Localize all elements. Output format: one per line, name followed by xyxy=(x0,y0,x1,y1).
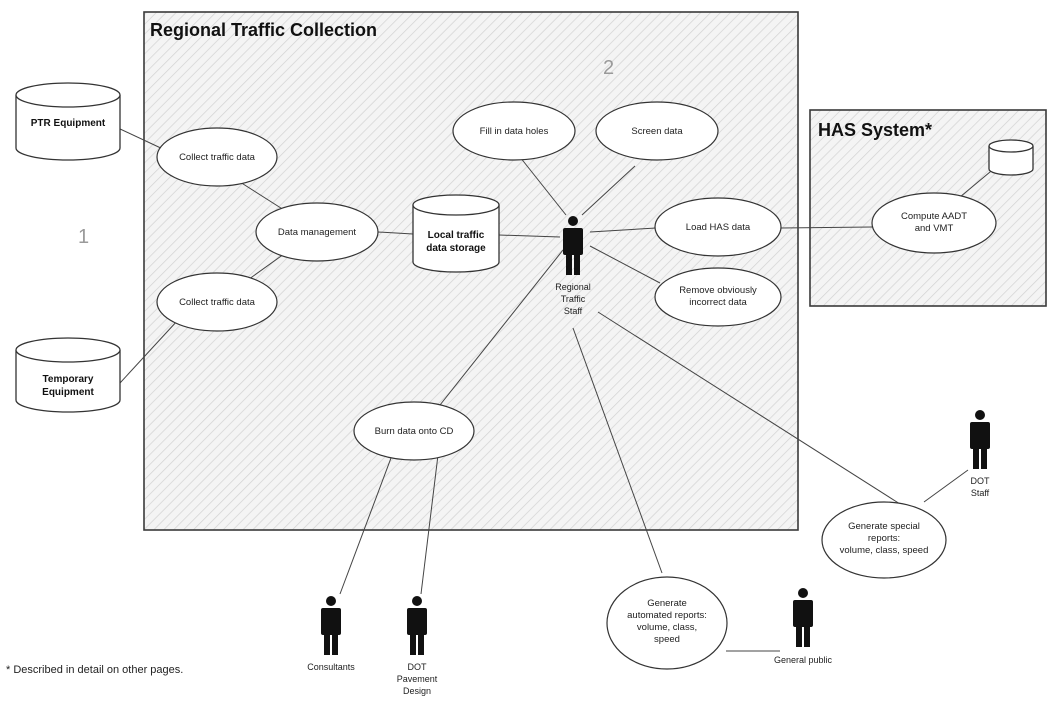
use-case-generate-special-reports: Generate special reports: volume, class,… xyxy=(821,501,947,579)
line-staff-autoreports xyxy=(572,327,663,574)
svg-text:Design: Design xyxy=(403,686,431,696)
use-case-fill-in-data-holes: Fill in data holes xyxy=(452,101,576,161)
line-fill-staff xyxy=(515,151,567,216)
area-number-regional: 2 xyxy=(603,57,614,79)
ptr-equipment-label: PTR Equipment xyxy=(31,118,106,129)
line-staff-burn xyxy=(439,249,564,406)
svg-text:Data management: Data management xyxy=(278,227,357,238)
svg-text:Screen data: Screen data xyxy=(631,126,683,137)
svg-text:Remove obviously: Remove obviously xyxy=(679,285,757,296)
area-number-outside: 1 xyxy=(78,226,89,248)
ptr-equipment-store: PTR Equipment xyxy=(15,82,121,161)
svg-text:Collect traffic data: Collect traffic data xyxy=(179,152,256,163)
use-case-collect-traffic-data-bottom: Collect traffic data xyxy=(156,272,278,332)
svg-text:Pavement: Pavement xyxy=(397,674,438,684)
svg-text:Staff: Staff xyxy=(564,306,583,316)
svg-text:speed: speed xyxy=(654,634,680,645)
line-staff-loadhas xyxy=(589,227,657,233)
line-storage-staff xyxy=(498,234,561,238)
svg-text:Staff: Staff xyxy=(971,488,990,498)
line-ptr-collect xyxy=(117,127,166,151)
person-icon xyxy=(321,596,341,655)
svg-text:Traffic: Traffic xyxy=(561,294,586,304)
svg-text:volume, class,: volume, class, xyxy=(637,622,697,633)
use-case-load-has-data: Load HAS data xyxy=(654,197,782,257)
svg-text:General public: General public xyxy=(774,655,833,665)
svg-text:incorrect data: incorrect data xyxy=(689,297,747,308)
line-staff-remove xyxy=(589,245,661,284)
actor-dot-staff: DOT Staff xyxy=(970,410,990,498)
actor-dot-pavement-design: DOT Pavement Design xyxy=(397,596,438,696)
svg-text:and VMT: and VMT xyxy=(915,223,954,234)
svg-text:Burn data onto CD: Burn data onto CD xyxy=(375,426,454,437)
svg-text:Fill in data holes: Fill in data holes xyxy=(480,126,549,137)
svg-text:Generate: Generate xyxy=(647,598,687,609)
local-storage-label-line1: Local traffic xyxy=(428,230,485,241)
line-burn-dotpavement xyxy=(420,454,439,595)
actor-consultants: Consultants xyxy=(307,596,355,672)
svg-text:Compute AADT: Compute AADT xyxy=(901,211,967,222)
svg-text:DOT: DOT xyxy=(971,476,991,486)
use-case-compute-aadt-vmt: Compute AADT and VMT xyxy=(871,192,997,254)
svg-text:DOT: DOT xyxy=(408,662,428,672)
line-burn-consultants xyxy=(339,457,392,595)
svg-text:Collect traffic data: Collect traffic data xyxy=(179,297,256,308)
use-case-screen-data: Screen data xyxy=(595,101,719,161)
use-case-burn-data-onto-cd: Burn data onto CD xyxy=(353,401,475,461)
line-special-dotstaff xyxy=(923,469,969,503)
actor-general-public: General public xyxy=(774,588,833,665)
svg-text:automated reports:: automated reports: xyxy=(627,610,707,621)
connector-lines xyxy=(117,127,1003,652)
use-case-collect-traffic-data-top: Collect traffic data xyxy=(156,127,278,187)
person-icon xyxy=(563,216,583,275)
person-icon xyxy=(407,596,427,655)
svg-text:reports:: reports: xyxy=(868,533,900,544)
svg-text:Consultants: Consultants xyxy=(307,662,355,672)
local-traffic-data-storage: Local traffic data storage xyxy=(412,194,500,273)
line-loadhas-compute xyxy=(780,226,873,229)
line-collect-datamgmt xyxy=(239,181,285,211)
person-icon xyxy=(970,410,990,469)
line-screen-staff xyxy=(581,165,636,216)
svg-text:volume, class, speed: volume, class, speed xyxy=(840,545,929,556)
actor-regional-traffic-staff: Regional Traffic Staff xyxy=(555,216,591,316)
use-case-remove-incorrect-data: Remove obviously incorrect data xyxy=(654,267,782,327)
temporary-equipment-store: Temporary Equipment xyxy=(15,337,121,413)
line-datamgmt-collect2 xyxy=(244,253,285,283)
line-collect2-temp xyxy=(119,319,179,384)
temporary-equipment-label-line1: Temporary xyxy=(43,374,94,385)
footnote: * Described in detail on other pages. xyxy=(6,664,183,676)
svg-text:Load HAS data: Load HAS data xyxy=(686,222,751,233)
line-staff-special xyxy=(597,311,901,505)
person-icon xyxy=(793,588,813,647)
regional-traffic-collection-title: Regional Traffic Collection xyxy=(150,20,377,40)
temporary-equipment-label-line2: Equipment xyxy=(42,387,94,398)
line-datamgmt-storage xyxy=(377,231,414,235)
svg-text:Generate special: Generate special xyxy=(848,521,920,532)
local-storage-label-line2: data storage xyxy=(426,243,486,254)
svg-text:Regional: Regional xyxy=(555,282,591,292)
has-database-store xyxy=(988,139,1034,176)
use-case-data-management: Data management xyxy=(255,202,379,262)
use-case-generate-automated-reports: Generate automated reports: volume, clas… xyxy=(606,576,728,670)
has-system-title: HAS System* xyxy=(818,120,932,140)
